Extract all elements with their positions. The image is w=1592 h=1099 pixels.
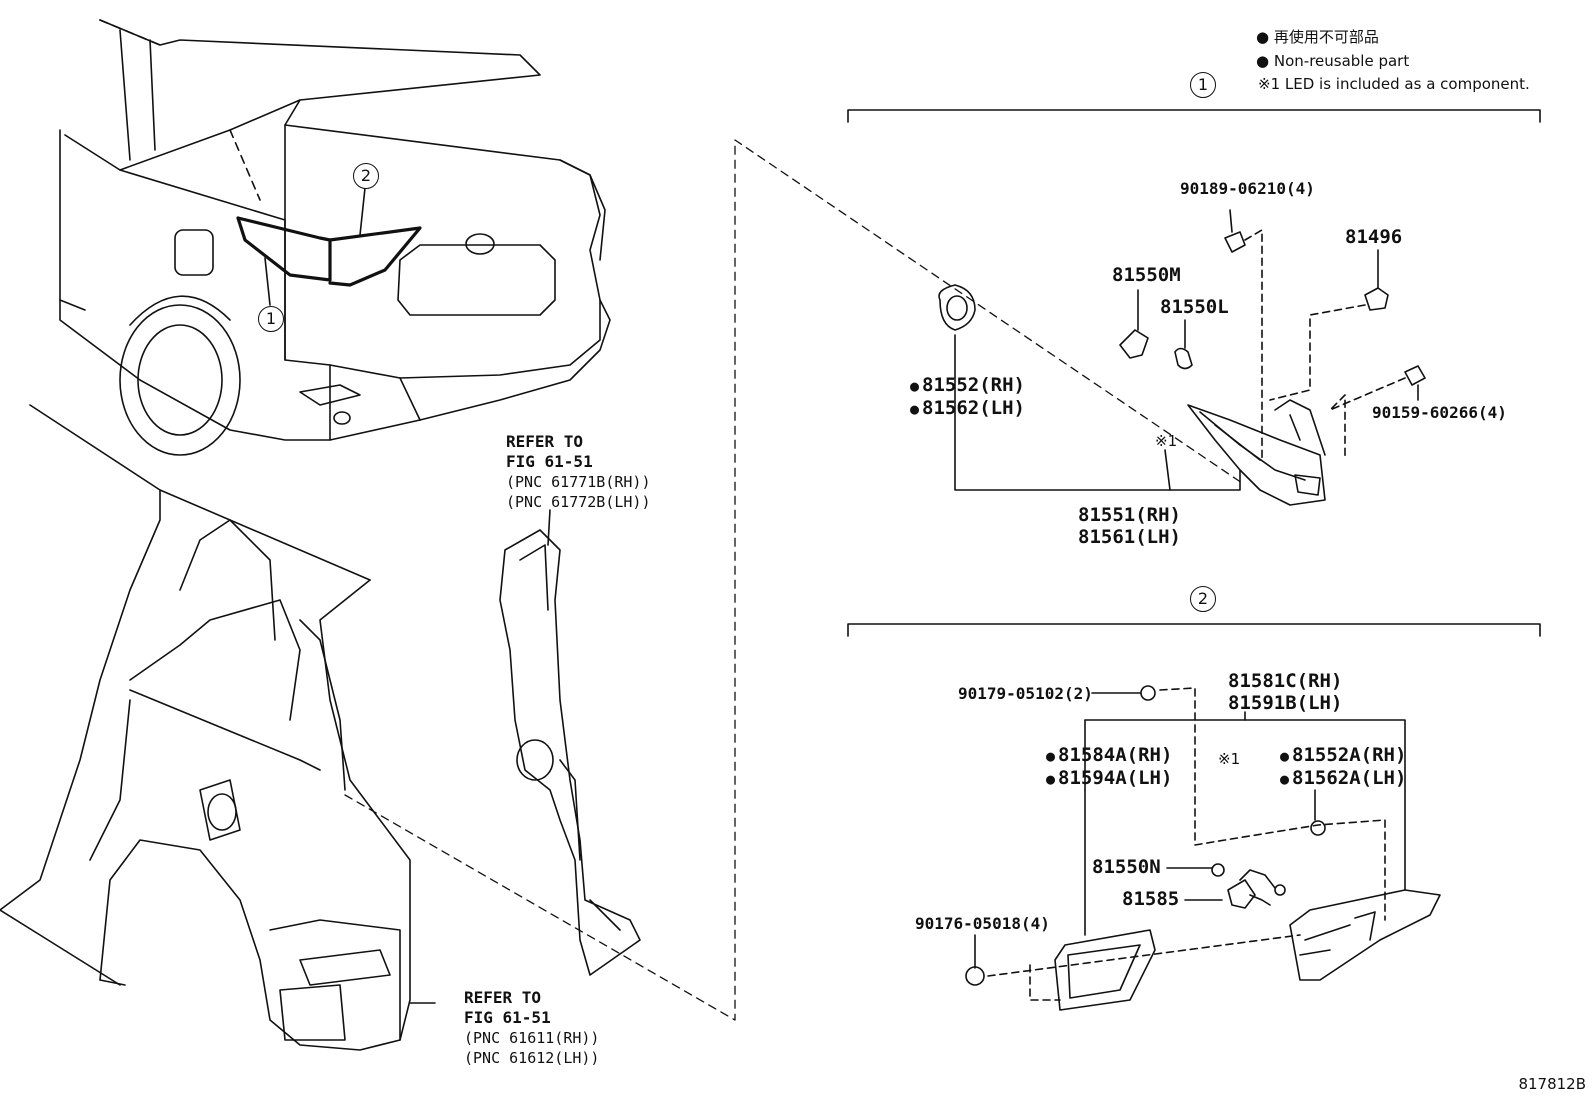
refer-upper-line2: FIG 61-51 [506,452,593,471]
bullet-icon: ● [1256,52,1270,70]
section-2-callout: 2 [1190,586,1216,612]
part-81561: 81561(LH) [1078,526,1181,548]
tail-lamp-highlight [236,216,422,287]
refer-upper-pnc2: (PNC 61772B(LH)) [506,493,651,511]
refer-upper-pnc1: (PNC 61771B(RH)) [506,473,651,491]
pillar-outline [499,509,641,976]
part-81552A: 81552A(RH) [1280,744,1406,767]
vehicle-callout-1: 1 [258,306,284,332]
garnish-left-part [1054,929,1156,1011]
refer-lower-line1: REFER TO [464,988,542,1007]
refer-lower-pnc2: (PNC 61612(LH)) [464,1049,600,1067]
refer-lower-line2: FIG 61-51 [464,1008,551,1027]
part-90179: 90179-05102(2) [958,684,1093,703]
part-81581C: 81581C(RH) [1228,670,1343,692]
refer-upper: REFER TO FIG 61-51 (PNC 61771B(RH)) (PNC… [506,432,651,512]
refer-lower-pnc1: (PNC 61611(RH)) [464,1029,600,1047]
part-81550N: 81550N [1092,856,1161,878]
part-90189: 90189-06210(4) [1180,179,1315,198]
part-81585: 81585 [1122,888,1180,910]
part-81551: 81551(RH) [1078,504,1181,526]
lamp-lens-part [1289,889,1441,981]
led-note-2: ※1 [1218,750,1241,768]
legend-non-reusable-jp: ● 再使用不可部品 [1256,28,1379,46]
bullet-icon: ● [1256,28,1270,46]
part-81496: 81496 [1345,226,1403,248]
part-81550L: 81550L [1160,296,1229,318]
quarter-panel-outline [0,404,411,1051]
part-81562: 81562(LH) [910,397,1025,420]
vehicle-rear-outline [59,19,611,456]
legend-led-note: ※1 LED is included as a component. [1258,75,1530,93]
part-81562A: 81562A(LH) [1280,767,1406,790]
refer-lower: REFER TO FIG 61-51 (PNC 61611(RH)) (PNC … [464,988,599,1068]
part-81584A: 81584A(RH) [1046,744,1172,767]
refer-upper-line1: REFER TO [506,432,584,451]
figure-id: 817812B [1518,1075,1586,1093]
wire-harness-part [1227,869,1286,909]
part-90176: 90176-05018(4) [915,914,1050,933]
part-81550M: 81550M [1112,264,1181,286]
legend-non-reusable-en: ● Non-reusable part [1256,52,1410,70]
tail-lamp-part [1187,399,1326,506]
socket-part [938,284,976,331]
section-1-callout: 1 [1190,72,1216,98]
led-note-1: ※1 [1155,432,1178,450]
part-90159: 90159-60266(4) [1372,403,1507,422]
part-81594A: 81594A(LH) [1046,767,1172,790]
part-81591B: 81591B(LH) [1228,692,1343,714]
vehicle-callout-2: 2 [353,163,379,189]
part-81552: 81552(RH) [910,374,1025,397]
